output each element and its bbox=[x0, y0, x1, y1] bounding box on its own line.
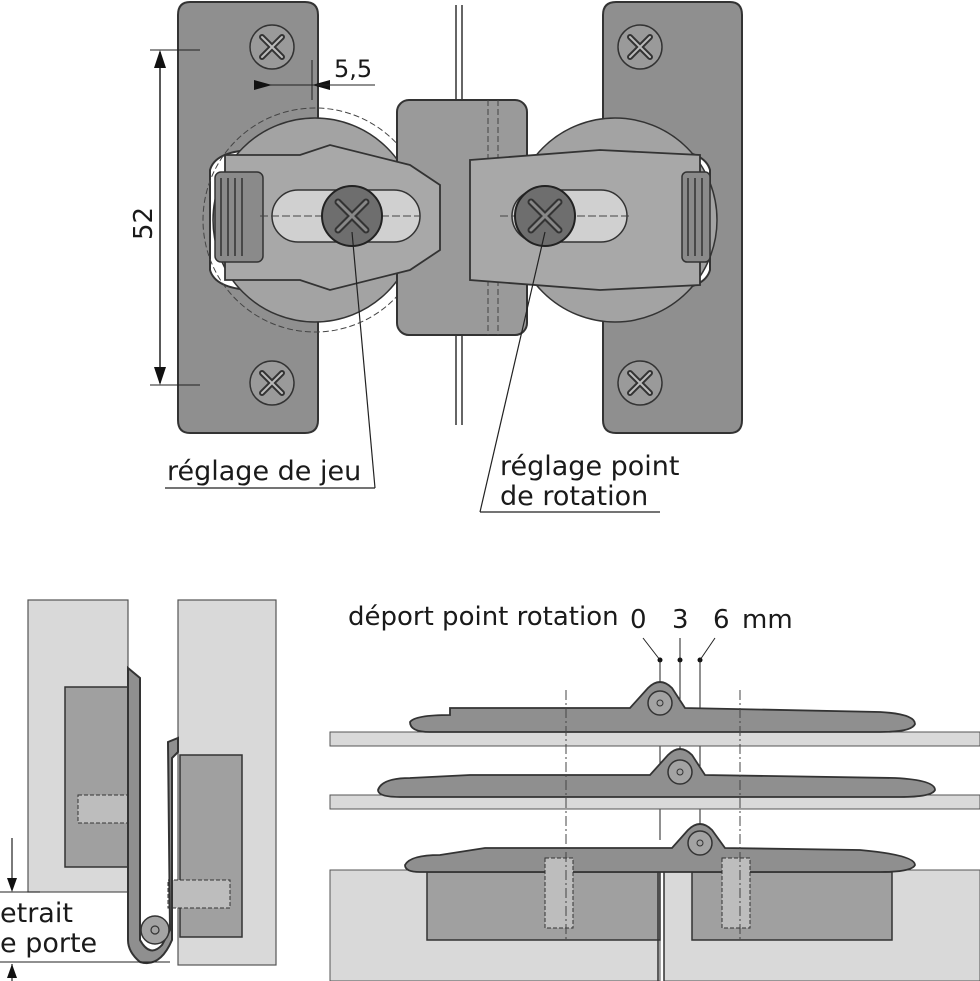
left-adjust-spring bbox=[214, 171, 264, 263]
offset-view: déport point rotation 0 3 6 mm bbox=[329, 602, 980, 981]
dimension-offset bbox=[254, 60, 375, 100]
offset-value-0: 0 bbox=[630, 605, 647, 635]
offset-value-6: 6 bbox=[713, 605, 730, 635]
offset-unit: mm bbox=[742, 605, 793, 635]
hinge-offset-3mm bbox=[377, 748, 936, 798]
label-door-setback-line2: e porte bbox=[0, 928, 97, 959]
rotation-adjust-screw-icon bbox=[514, 185, 576, 247]
mount-screw-icon bbox=[249, 24, 295, 70]
dimension-height-label: 52 bbox=[129, 207, 159, 240]
mount-screw-icon bbox=[249, 360, 295, 406]
offset-title: déport point rotation bbox=[348, 602, 619, 632]
label-rotation-adjust-line2: de rotation bbox=[500, 481, 648, 512]
label-rotation-adjust-line1: réglage point bbox=[500, 451, 680, 482]
hinge-offset-6mm bbox=[404, 823, 916, 873]
dimension-offset-label: 5,5 bbox=[334, 55, 372, 83]
side-view: etrait e porte bbox=[0, 599, 277, 981]
top-view: 52 5,5 réglage de jeu réglage point de r… bbox=[129, 1, 743, 513]
mount-screw-icon bbox=[617, 24, 663, 70]
right-adjust-spring bbox=[681, 171, 711, 263]
label-door-setback-line1: etrait bbox=[0, 898, 73, 929]
offset-value-3: 3 bbox=[672, 605, 689, 635]
mount-screw-icon bbox=[617, 360, 663, 406]
label-play-adjust: réglage de jeu bbox=[167, 456, 361, 487]
dimension-height bbox=[150, 49, 200, 386]
side-hinge-arm bbox=[127, 665, 179, 964]
play-adjust-screw-icon bbox=[321, 185, 383, 247]
